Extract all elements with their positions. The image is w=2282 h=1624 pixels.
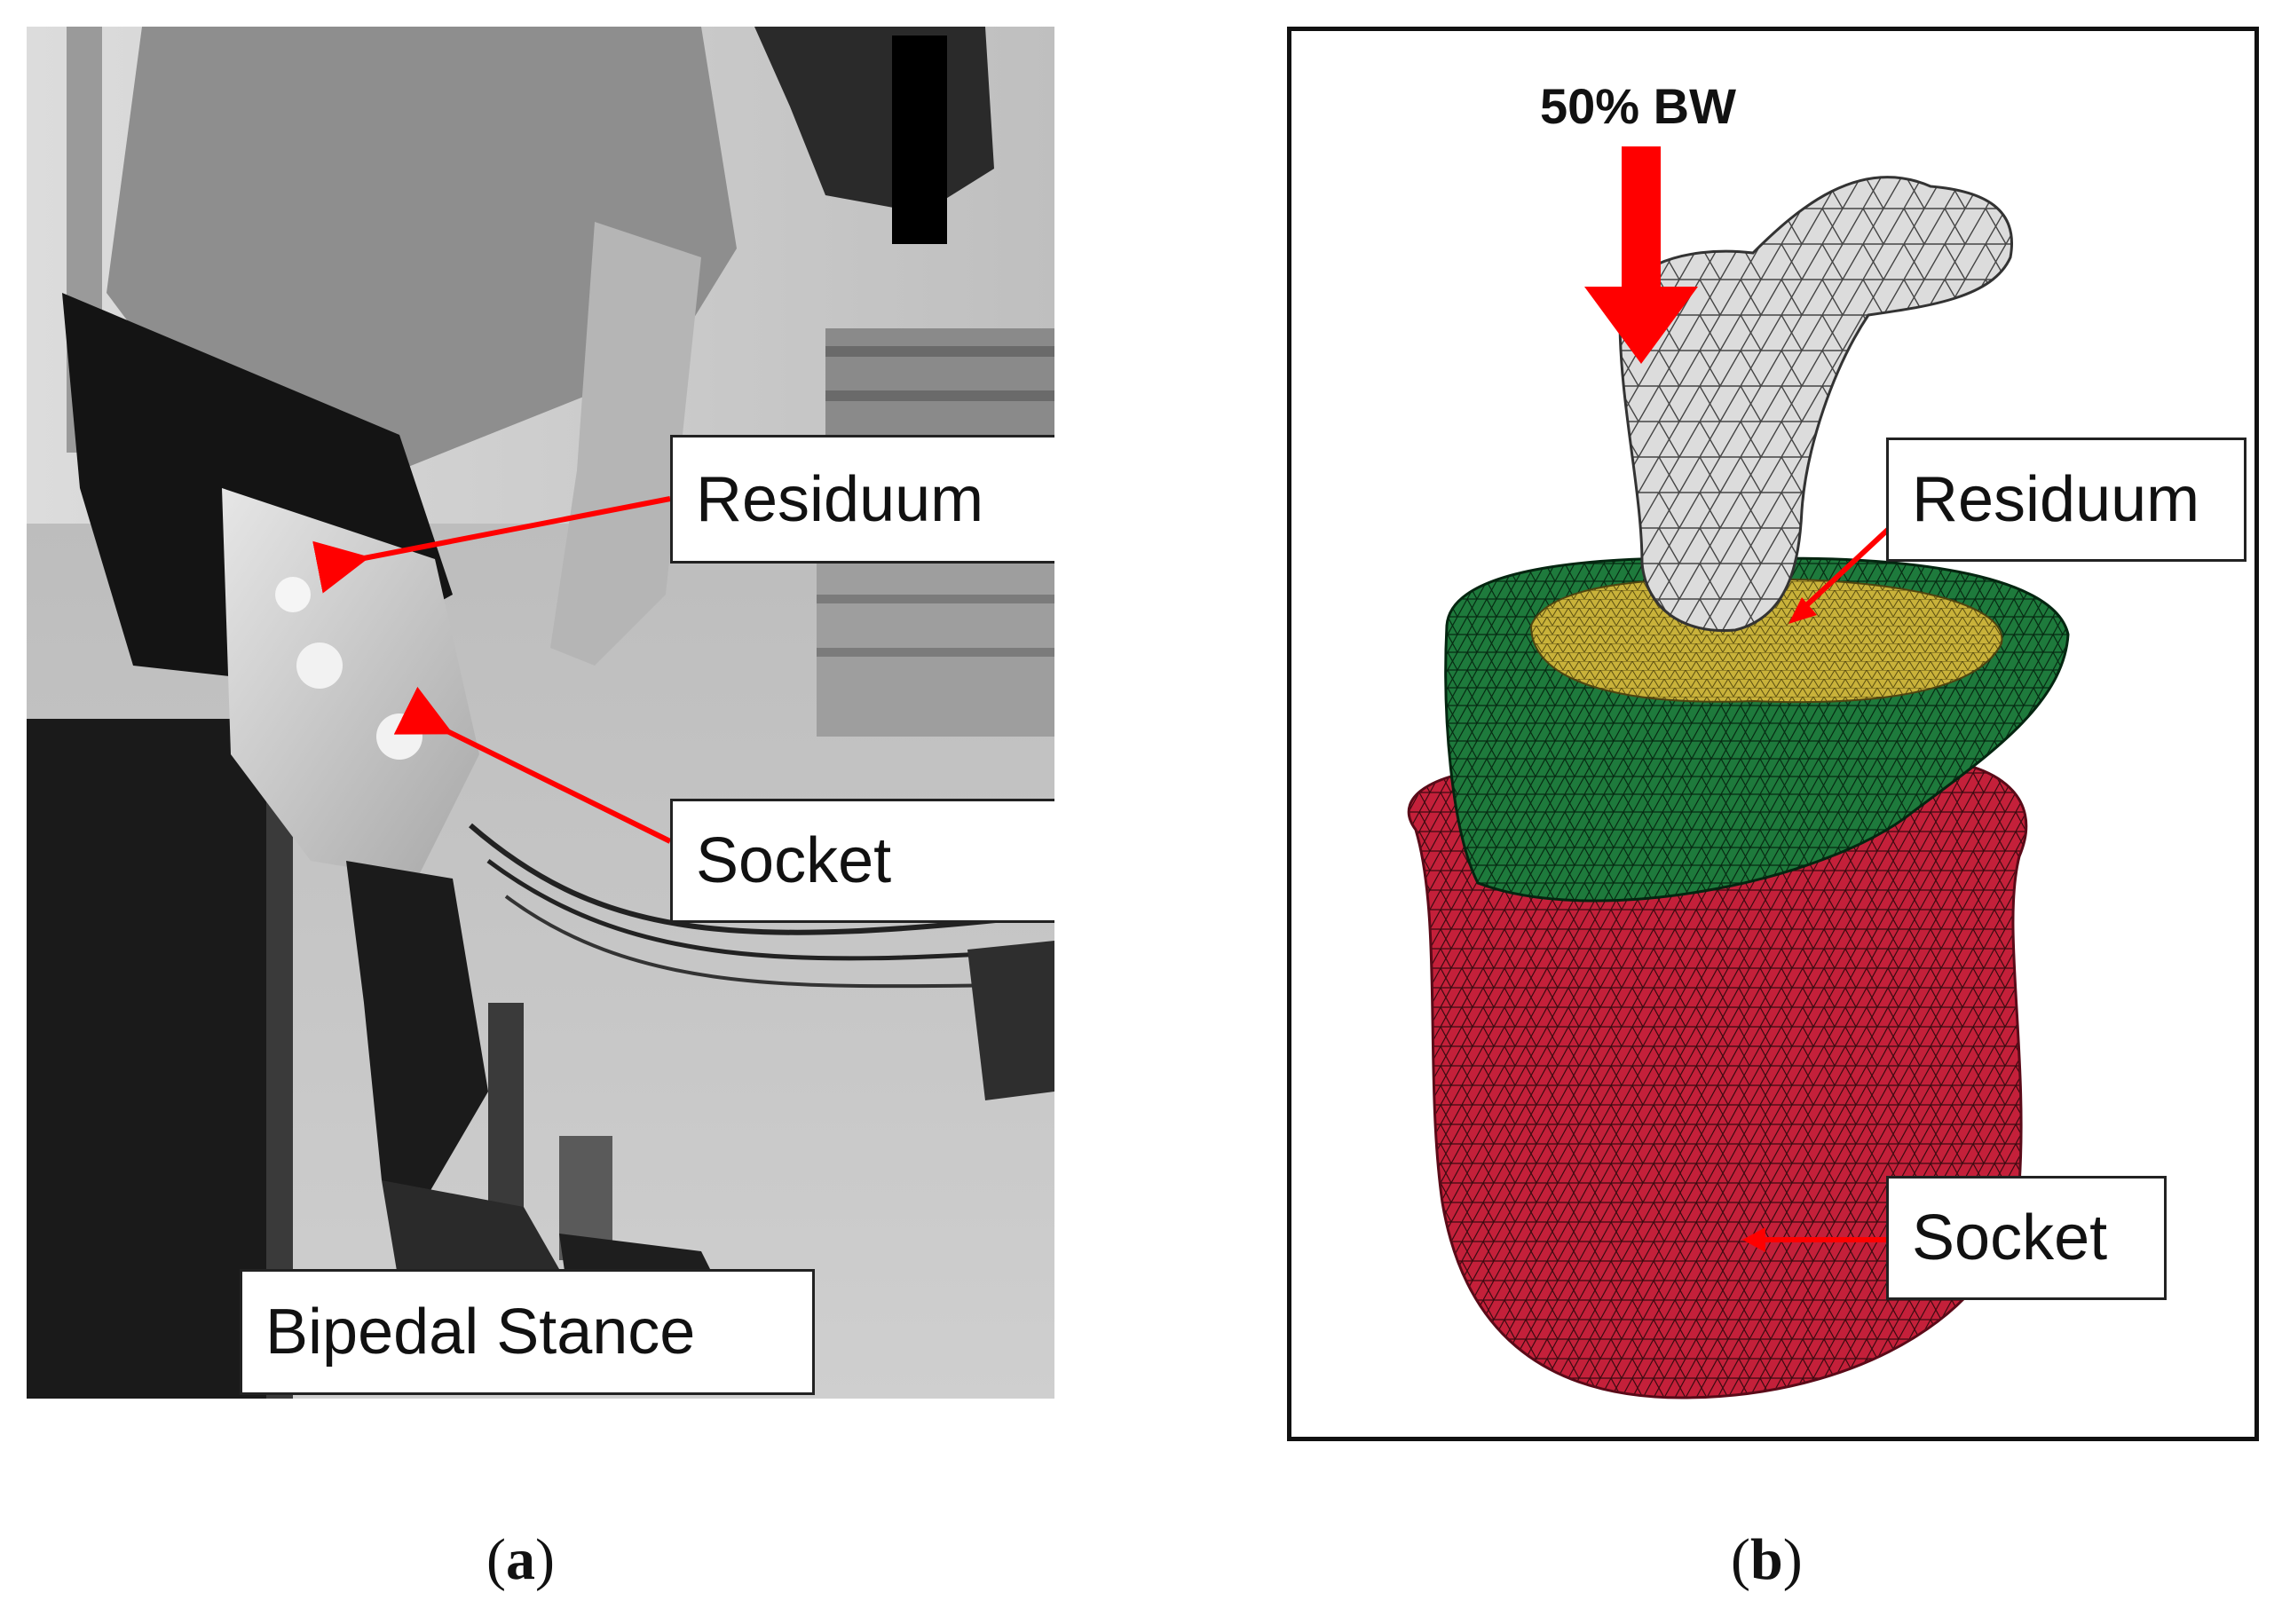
residuum-label-a: Residuum	[670, 435, 1054, 564]
load-arrow-shaft	[1622, 146, 1661, 288]
socket-label-b: Socket	[1886, 1176, 2167, 1300]
residuum-arrow-b-head	[1788, 597, 1817, 624]
fe-mesh-figure	[1407, 146, 2070, 1399]
residuum-label-b-text: Residuum	[1912, 464, 2200, 535]
caption-a-letter: a	[505, 1527, 535, 1592]
socket-arrow-b-head	[1742, 1227, 1765, 1252]
socket-label-b-text: Socket	[1912, 1202, 2108, 1273]
panel-a-photo: Residuum Socket Bipedal Stance	[27, 27, 1054, 1399]
load-arrow-head	[1584, 287, 1698, 364]
load-label: 50% BW	[1540, 78, 1736, 134]
residuum-label-a-text: Residuum	[696, 463, 984, 535]
bipedal-stance-label: Bipedal Stance	[240, 1269, 815, 1395]
residuum-arrow	[312, 496, 671, 594]
panel-a-arrows	[312, 496, 672, 844]
socket-label-a: Socket	[670, 799, 1054, 923]
femur-mesh	[1617, 176, 2013, 633]
residuum-label-b: Residuum	[1886, 438, 2246, 562]
bipedal-stance-label-text: Bipedal Stance	[265, 1297, 696, 1368]
caption-b: (b)	[1731, 1527, 1803, 1592]
bipedal-stance-photo	[27, 27, 1054, 1399]
socket-label-a-text: Socket	[696, 825, 892, 896]
socket-arrow	[393, 686, 672, 844]
caption-b-letter: b	[1749, 1527, 1783, 1592]
panel-b-fe-model: 50% BW Residuum Socket	[1287, 27, 2259, 1441]
caption-a: (a)	[486, 1527, 555, 1592]
